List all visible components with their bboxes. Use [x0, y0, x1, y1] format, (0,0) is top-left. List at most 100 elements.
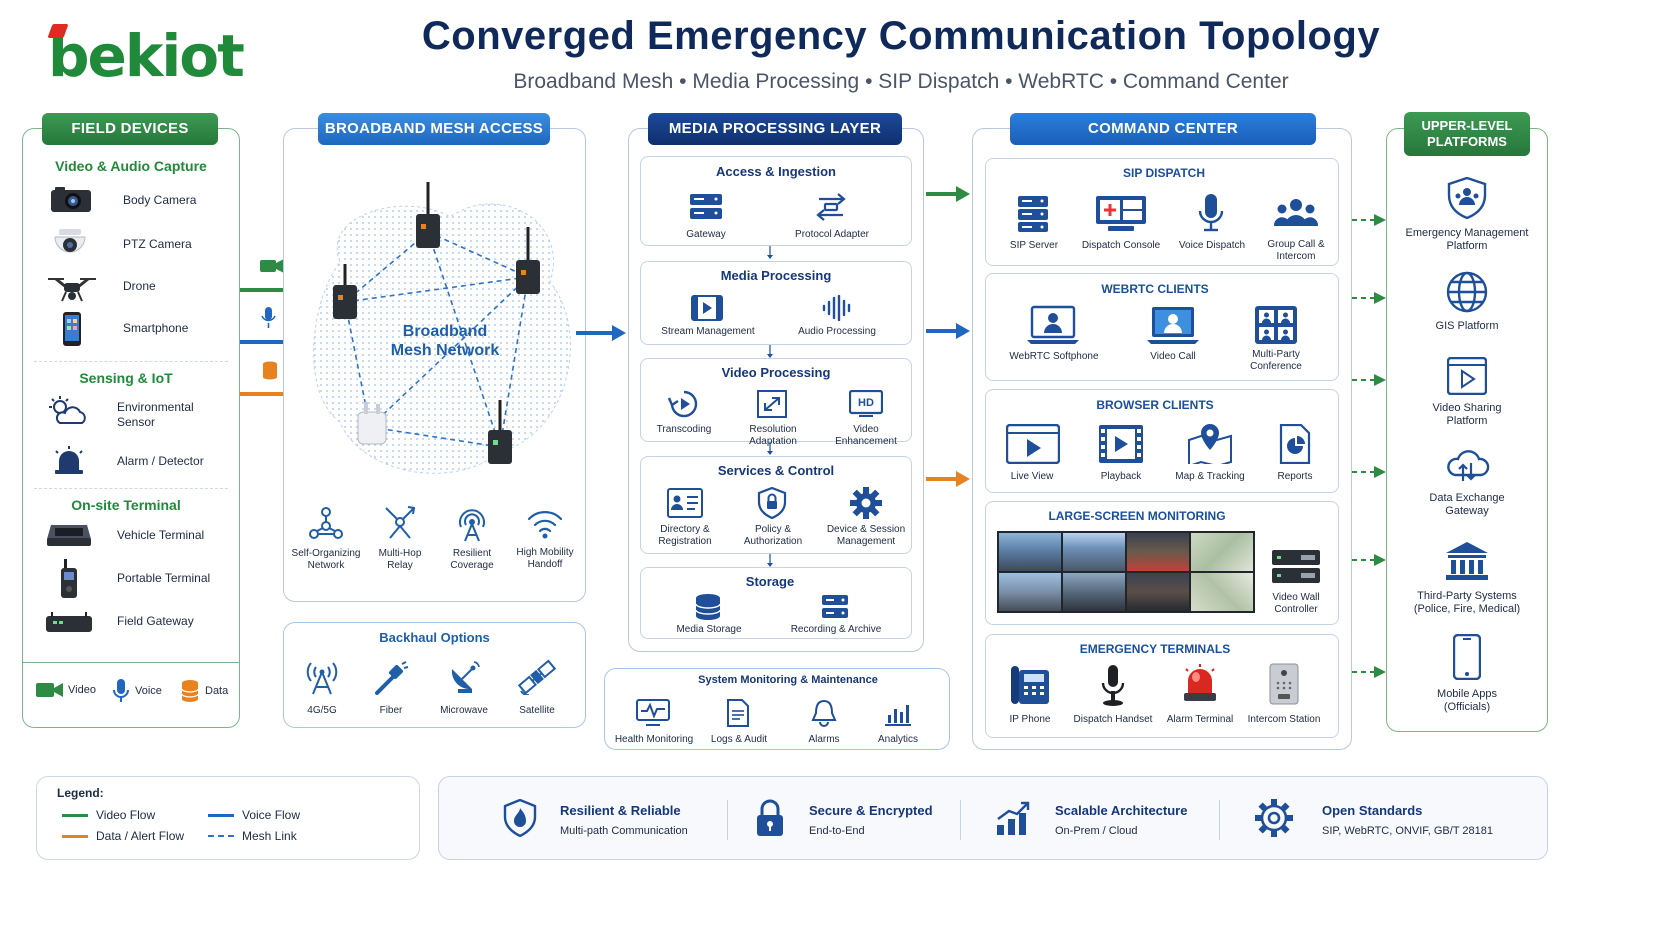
webrtc-clients-title: WEBRTC CLIENTS	[1101, 282, 1209, 296]
health-monitoring-label: Health Monitoring	[614, 734, 694, 745]
device-session-management-icon	[849, 486, 883, 520]
vehicle-terminal-label: Vehicle Terminal	[117, 528, 205, 542]
environmental-sensor-label: Environmental Sensor	[117, 400, 194, 429]
ptz-camera-icon	[50, 226, 90, 260]
voice-dispatch-icon	[1196, 192, 1226, 234]
voice-legend-icon	[112, 678, 130, 704]
mobile-apps-icon	[1452, 633, 1482, 681]
mesh-network-diagram	[300, 172, 580, 482]
fiber-label: Fiber	[379, 705, 403, 716]
video-wall-tile	[1127, 573, 1189, 611]
dispatch-handset-icon	[1098, 662, 1128, 708]
secure-lock-icon	[755, 798, 785, 838]
playback-label: Playback	[1100, 471, 1142, 482]
onsite-terminal-title: On-site Terminal	[71, 497, 181, 513]
high-mobility-handoff-label: High Mobility Handoff	[516, 547, 574, 570]
field-gateway-label: Field Gateway	[117, 614, 194, 628]
feature-standards-sub: SIP, WebRTC, ONVIF, GB/T 28181	[1322, 825, 1493, 837]
video-processing-title: Video Processing	[721, 365, 831, 380]
feature-divider-2	[960, 800, 961, 840]
media-connector-4	[765, 554, 775, 568]
media-connector-1	[765, 246, 775, 260]
feature-scalable-title: Scalable Architecture	[1055, 803, 1188, 818]
upper-platforms-header: UPPER-LEVEL PLATFORMS	[1404, 112, 1530, 156]
access-ingestion-title: Access & Ingestion	[716, 164, 836, 179]
backhaul-title: Backhaul Options	[379, 630, 490, 645]
reports-icon	[1278, 423, 1312, 465]
field-legend-voice: Voice	[112, 678, 162, 704]
analytics-icon	[883, 698, 913, 728]
data-flow-swatch	[62, 834, 88, 838]
dispatch-handset-label: Dispatch Handset	[1073, 714, 1153, 725]
dispatch-console-icon	[1093, 194, 1149, 234]
video-wall-tile	[1191, 573, 1253, 611]
feature-standards-title: Open Standards	[1322, 803, 1423, 818]
ip-phone-label: IP Phone	[1009, 714, 1051, 725]
media-connector-3	[765, 442, 775, 456]
video-legend-icon	[36, 681, 64, 699]
video-wall-controller-icon	[1270, 548, 1322, 586]
protocol-adapter-icon	[812, 192, 850, 222]
multi-party-conference-label: Multi-Party Conference	[1250, 349, 1302, 372]
group-call-label: Group Call & Intercom	[1267, 239, 1325, 262]
satellite-icon	[517, 658, 557, 696]
bekiot-logo: bekiot	[47, 22, 245, 90]
media-processing-title: Media Processing	[720, 268, 832, 283]
audio-processing-label: Audio Processing	[798, 326, 876, 337]
ip-phone-icon	[1008, 663, 1052, 707]
microwave-label: Microwave	[440, 705, 488, 716]
gis-platform-icon	[1445, 270, 1489, 314]
feature-secure-title: Secure & Encrypted	[809, 803, 933, 818]
video-wall-tile	[999, 573, 1061, 611]
video-wall-controller-label: Video Wall Controller	[1272, 592, 1320, 615]
media-storage-icon	[693, 592, 723, 622]
resilient-coverage-icon	[452, 504, 492, 544]
video-call-label: Video Call	[1150, 351, 1196, 362]
4g-5g-icon	[304, 656, 340, 696]
emergency-terminals-title: EMERGENCY TERMINALS	[1079, 642, 1231, 656]
video-sharing-platform-label: Video Sharing Platform	[1432, 402, 1502, 428]
map-tracking-icon	[1186, 421, 1234, 465]
legend-data-alert-flow: Data / Alert Flow	[62, 829, 184, 843]
portable-terminal-icon	[58, 558, 80, 600]
directory-registration-icon	[666, 487, 704, 519]
self-organizing-network-icon	[305, 505, 347, 543]
services-control-title: Services & Control	[717, 463, 835, 478]
media-storage-label: Media Storage	[676, 624, 742, 635]
emergency-management-platform-label: Emergency Management Platform	[1405, 227, 1529, 253]
resilient-coverage-label: Resilient Coverage	[450, 548, 494, 571]
logs-audit-icon	[725, 698, 751, 728]
drone-label: Drone	[123, 279, 156, 293]
environmental-sensor-icon	[46, 394, 90, 430]
emergency-management-platform-icon	[1444, 176, 1490, 220]
field-legend-data: Data	[180, 679, 228, 703]
live-view-label: Live View	[1010, 471, 1054, 482]
sip-dispatch-title: SIP DISPATCH	[1122, 166, 1205, 180]
stream-management-icon	[690, 294, 724, 322]
features-panel	[438, 776, 1548, 860]
legend-mesh-link: Mesh Link	[208, 829, 297, 843]
reports-label: Reports	[1277, 471, 1313, 482]
fiber-icon	[372, 660, 410, 696]
smartphone-label: Smartphone	[123, 321, 189, 335]
sip-server-icon	[1016, 194, 1050, 234]
alarm-detector-label: Alarm / Detector	[117, 454, 204, 468]
high-mobility-handoff-icon	[525, 506, 565, 542]
field-divider-2	[34, 488, 228, 489]
field-legend-divider	[22, 662, 240, 663]
resolution-adaptation-icon	[756, 389, 788, 419]
mesh-cloud-label: Broadband Mesh Network	[390, 323, 500, 359]
self-organizing-network-label: Self-Organizing Network	[291, 548, 361, 571]
command-center-header: COMMAND CENTER	[1010, 113, 1316, 145]
feature-divider-1	[727, 800, 728, 840]
feature-resilient-title: Resilient & Reliable	[560, 803, 681, 818]
alarm-terminal-label: Alarm Terminal	[1166, 714, 1234, 725]
gateway-label: Gateway	[686, 229, 726, 240]
intercom-station-icon	[1268, 662, 1300, 706]
4g-5g-label: 4G/5G	[307, 705, 337, 716]
drone-icon	[44, 270, 100, 304]
alarm-terminal-icon	[1180, 662, 1220, 706]
gateway-icon	[688, 192, 724, 222]
resilient-shield-icon	[502, 798, 538, 838]
mesh-link-swatch	[208, 835, 234, 837]
